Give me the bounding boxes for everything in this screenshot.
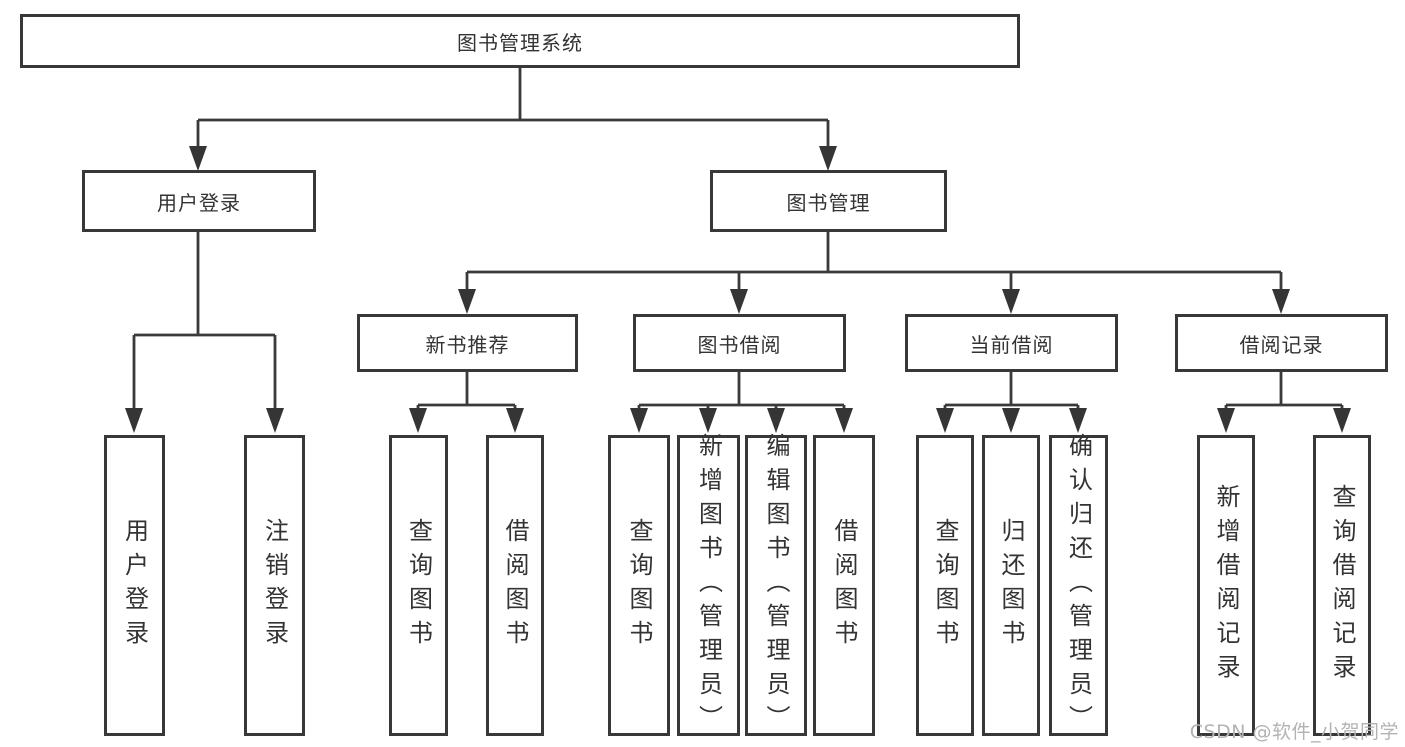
arrow-down-icon	[1272, 289, 1290, 314]
node-label: 新增图书（管理员）	[694, 432, 723, 739]
arrow-down-icon	[1333, 408, 1351, 433]
leaf-query-books-current: 查询图书	[916, 435, 974, 736]
arrow-down-icon	[506, 408, 524, 433]
node-label: 借阅图书	[830, 517, 858, 654]
arrow-down-icon	[1002, 289, 1020, 314]
leaf-query-books-borrowing: 查询图书	[608, 435, 670, 736]
arrow-down-icon	[699, 408, 717, 433]
leaf-edit-books-admin: 编辑图书（管理员）	[745, 432, 807, 739]
arrow-down-icon	[189, 146, 207, 171]
node-label: 归还图书	[997, 517, 1025, 654]
leaf-query-books-recommend: 查询图书	[389, 435, 448, 736]
node-borrowing-records: 借阅记录	[1175, 314, 1388, 372]
node-current-borrowing: 当前借阅	[905, 314, 1118, 372]
node-label: 借阅图书	[501, 517, 529, 654]
leaf-add-books-admin: 新增图书（管理员）	[677, 432, 740, 739]
node-library-management-system: 图书管理系统	[20, 14, 1020, 68]
csdn-watermark: CSDN @软件_小贺同学	[1189, 721, 1399, 743]
node-label: 确认归还（管理员）	[1064, 432, 1093, 739]
node-label: 查询图书	[404, 517, 433, 654]
node-label: 查询借阅记录	[1328, 483, 1356, 688]
node-book-borrowing: 图书借阅	[633, 314, 846, 372]
connector-path	[196, 68, 830, 150]
arrow-down-icon	[767, 408, 785, 433]
node-label: 用户登录	[157, 190, 241, 215]
arrow-down-icon	[730, 289, 748, 314]
leaf-logout-login: 注销登录	[244, 435, 305, 736]
node-label: 借阅记录	[1239, 332, 1324, 357]
leaf-borrow-books-recommend: 借阅图书	[486, 435, 544, 736]
leaf-add-borrow-record: 新增借阅记录	[1197, 435, 1255, 736]
leaf-return-books: 归还图书	[982, 435, 1040, 736]
connector-path	[1224, 372, 1344, 410]
node-label: 查询图书	[625, 517, 653, 654]
arrow-down-icon	[819, 146, 837, 171]
connector-path	[416, 372, 517, 410]
arrow-down-icon	[125, 408, 143, 433]
arrow-down-icon	[458, 289, 476, 314]
arrow-down-icon	[1217, 408, 1235, 433]
leaf-borrow-books-borrowing: 借阅图书	[813, 435, 875, 736]
node-label: 图书管理系统	[457, 30, 583, 55]
node-label: 当前借阅	[969, 332, 1054, 357]
connector-path	[637, 372, 846, 410]
node-label: 新书推荐	[425, 332, 510, 357]
node-new-book-recommend: 新书推荐	[357, 314, 578, 372]
leaf-query-borrow-record: 查询借阅记录	[1313, 435, 1371, 736]
node-label: 图书借阅	[697, 332, 782, 357]
node-label: 编辑图书（管理员）	[762, 432, 790, 739]
leaf-confirm-return-admin: 确认归还（管理员）	[1049, 432, 1108, 739]
arrow-down-icon	[266, 408, 284, 433]
arrow-down-icon	[936, 408, 954, 433]
node-label: 新增借阅记录	[1212, 483, 1240, 688]
leaf-user-login: 用户登录	[104, 435, 165, 736]
arrow-down-icon	[630, 408, 648, 433]
node-user-login: 用户登录	[82, 170, 316, 232]
node-label: 用户登录	[120, 517, 149, 654]
connector-path	[943, 372, 1080, 410]
connector-path	[465, 232, 1283, 292]
node-label: 注销登录	[260, 517, 289, 654]
arrow-down-icon	[1002, 408, 1020, 433]
node-book-management: 图书管理	[710, 170, 947, 232]
node-label: 查询图书	[931, 517, 959, 654]
arrow-down-icon	[409, 408, 427, 433]
arrow-down-icon	[835, 408, 853, 433]
node-label: 图书管理	[786, 190, 871, 215]
connector-path	[132, 232, 277, 412]
arrow-down-icon	[1069, 408, 1087, 433]
